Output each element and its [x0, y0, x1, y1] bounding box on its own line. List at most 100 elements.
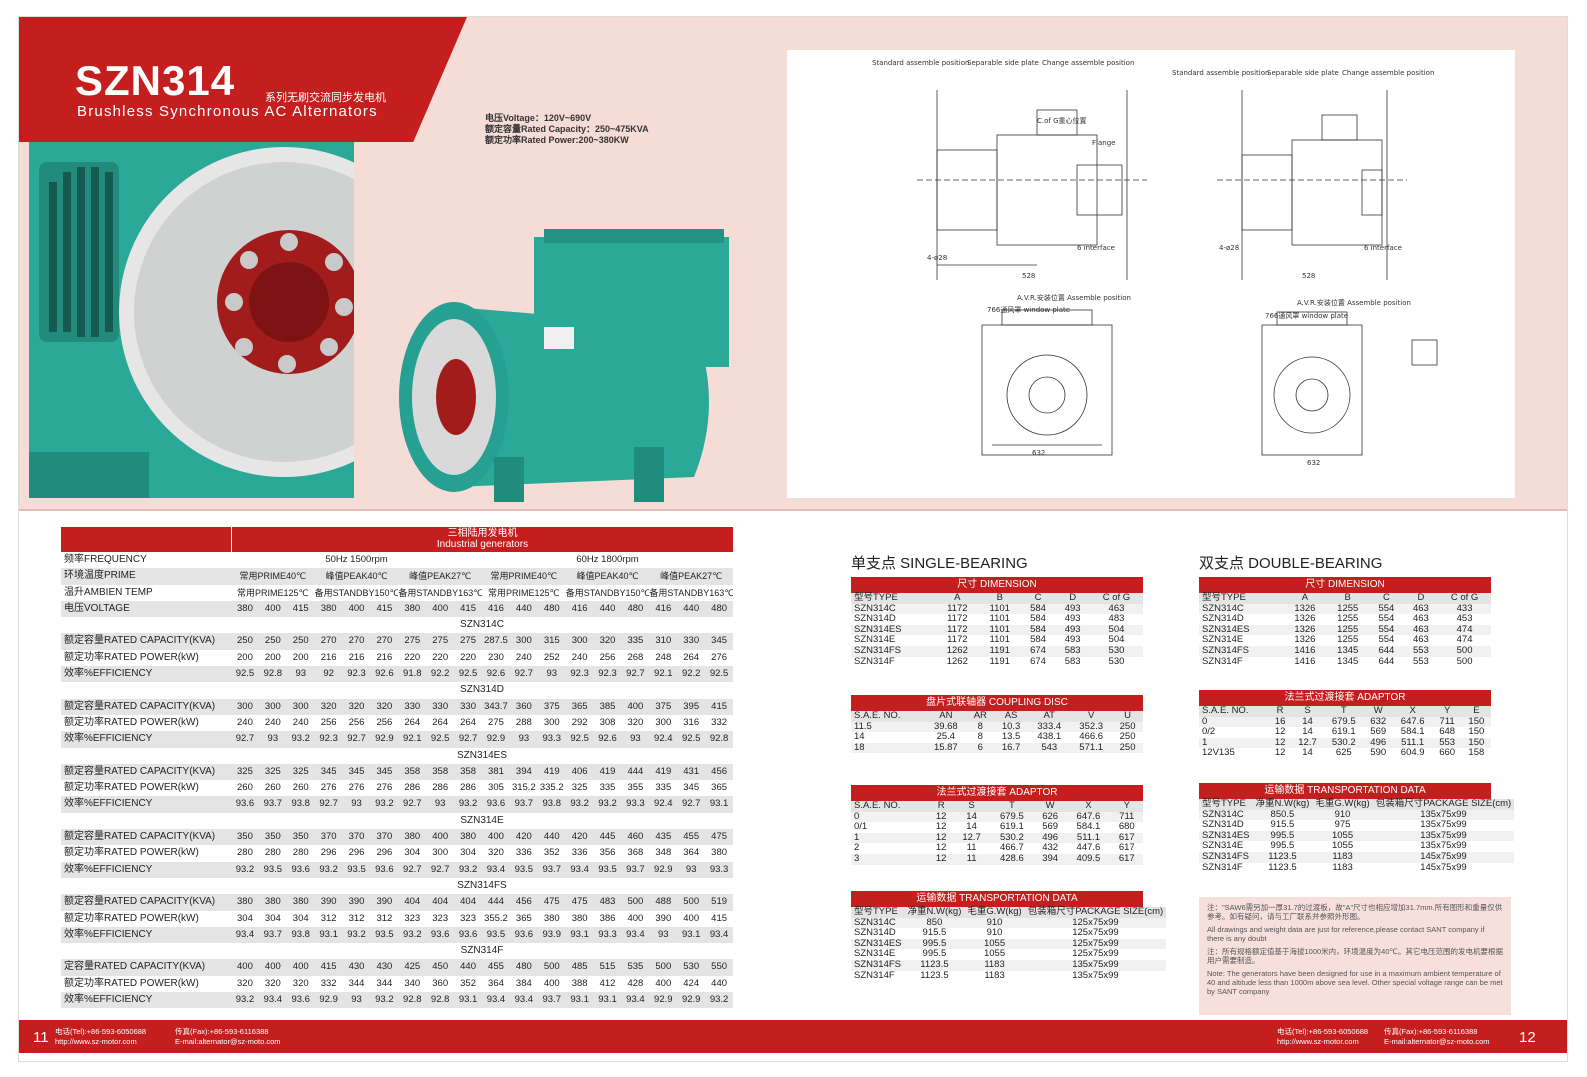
cell: 93.1: [319, 928, 338, 940]
cell: 264: [460, 716, 476, 728]
cell: 1123.5: [1268, 861, 1297, 873]
cell: 404: [460, 896, 476, 908]
cell: 92.3: [347, 668, 366, 680]
cell: 419: [543, 765, 560, 777]
cell: 435: [655, 831, 672, 843]
cell: 584: [1020, 603, 1056, 615]
cell: SZN314ES: [851, 938, 905, 950]
cell: 323: [432, 912, 449, 924]
cell: 380: [404, 831, 421, 843]
cell: 424: [683, 977, 700, 989]
header-cell: U: [1112, 710, 1143, 722]
cell: 93.5: [347, 863, 366, 875]
cell: 995.5: [1270, 840, 1295, 852]
cell: 91.8: [403, 668, 422, 680]
cell: 93.4: [570, 863, 589, 875]
footer-mail-link-right[interactable]: E-mail:alternator@sz-moto.com: [1384, 1037, 1490, 1046]
cell: 336: [515, 847, 532, 859]
cell: 308: [599, 716, 616, 728]
cell: 370: [376, 831, 393, 843]
cell: 280: [264, 847, 281, 859]
header-cell: C of G: [1089, 592, 1143, 604]
cell: SZN314FS: [1199, 851, 1253, 863]
cell: 632: [1363, 716, 1393, 728]
cell: 400: [543, 977, 560, 989]
cell: 286: [432, 782, 449, 794]
row-label: 环境温度PRIME: [64, 570, 136, 582]
cell: 400: [237, 961, 253, 973]
cell: 276: [320, 782, 337, 794]
cell: 380: [571, 912, 588, 924]
cell: 384: [515, 977, 532, 989]
footer-web-link-right[interactable]: http://www.sz-motor.com: [1277, 1037, 1359, 1046]
cell: 93.7: [542, 863, 561, 875]
cell: 320: [488, 847, 504, 859]
cell: 50Hz 1500rpm: [325, 554, 388, 565]
cell: 386: [599, 912, 616, 924]
cell: 444: [627, 765, 644, 777]
cell: 312: [376, 912, 393, 924]
cell: 463: [1403, 624, 1439, 636]
cell: 394: [515, 765, 532, 777]
cell: 1262: [935, 645, 979, 657]
cell: 92.4: [654, 798, 673, 810]
cell: 515: [599, 961, 616, 973]
cell: 480: [515, 961, 532, 973]
cell: 92.3: [598, 668, 617, 680]
header-cell: W: [1363, 705, 1393, 717]
cell: 400: [264, 961, 281, 973]
cell: 296: [348, 847, 365, 859]
cell: 1101: [978, 624, 1021, 636]
row-label: 额定容量RATED CAPACITY(KVA): [64, 896, 216, 908]
cell: 504: [1108, 634, 1125, 646]
header-cell: B: [978, 592, 1021, 604]
cell: 6: [966, 742, 994, 754]
cell: 493: [1055, 624, 1090, 636]
cell: 375: [655, 700, 672, 712]
cell: 125x75x99: [1072, 948, 1119, 960]
footer-mail-link[interactable]: E-mail:alternator@sz-moto.com: [175, 1037, 281, 1046]
cell: 440: [515, 602, 532, 614]
cell: 240: [292, 716, 309, 728]
cell: 93: [351, 798, 362, 810]
cell: 365: [571, 700, 588, 712]
row-label: 额定功率RATED POWER(kW): [64, 847, 199, 859]
cell: 93.4: [263, 994, 283, 1006]
spec-capacity: 额定容量Rated Capacity：250~475KVA: [485, 124, 649, 134]
cell: 峰值PEAK27℃: [660, 571, 723, 582]
cell: 355.2: [484, 912, 508, 924]
header-cell: A: [935, 592, 979, 604]
cell: 647.6: [1066, 811, 1111, 823]
cell: 644: [1378, 655, 1395, 667]
cell: 583: [1064, 655, 1081, 667]
header-cell: C of G: [1438, 592, 1491, 604]
footer-web-link[interactable]: http://www.sz-motor.com: [55, 1037, 137, 1046]
svg-text:766通风罩 window plate: 766通风罩 window plate: [1265, 311, 1348, 320]
cell: 93.2: [458, 798, 478, 810]
cell: 93.4: [235, 928, 255, 940]
section-title: SZN314D: [460, 684, 504, 696]
cell: 493: [1055, 603, 1090, 615]
cell: 248: [655, 651, 672, 663]
cell: 92.5: [458, 668, 478, 680]
cell: 276: [376, 782, 393, 794]
cell: 365: [515, 912, 532, 924]
cell: 447.6: [1076, 842, 1101, 854]
cell: 320: [376, 700, 393, 712]
cell: 453: [1456, 613, 1473, 625]
cell: 25.4: [936, 731, 956, 743]
cell: 150: [1461, 716, 1491, 728]
cell: 1101: [978, 603, 1021, 615]
cell: 406: [571, 765, 588, 777]
cell: 310: [655, 635, 672, 647]
cell: 93.7: [514, 798, 534, 810]
header-cell: S: [1291, 705, 1324, 717]
